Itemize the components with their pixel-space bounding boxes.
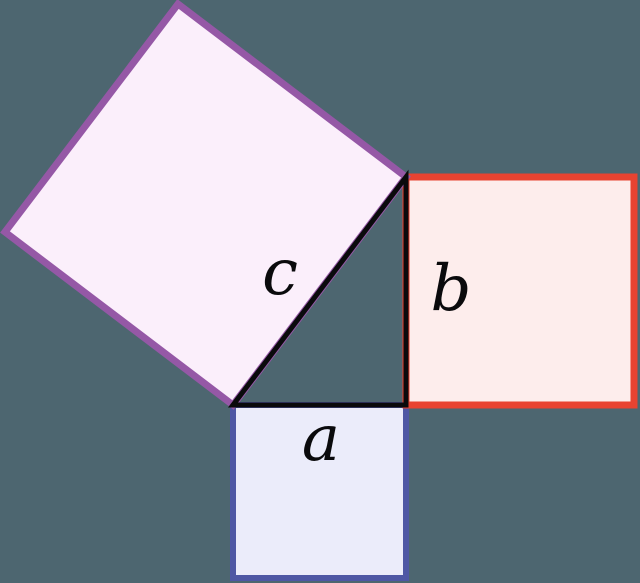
- right-triangle: [227, 169, 409, 408]
- label-side-a: a: [302, 402, 340, 476]
- label-side-b: b: [431, 252, 472, 326]
- label-side-c: c: [262, 236, 298, 310]
